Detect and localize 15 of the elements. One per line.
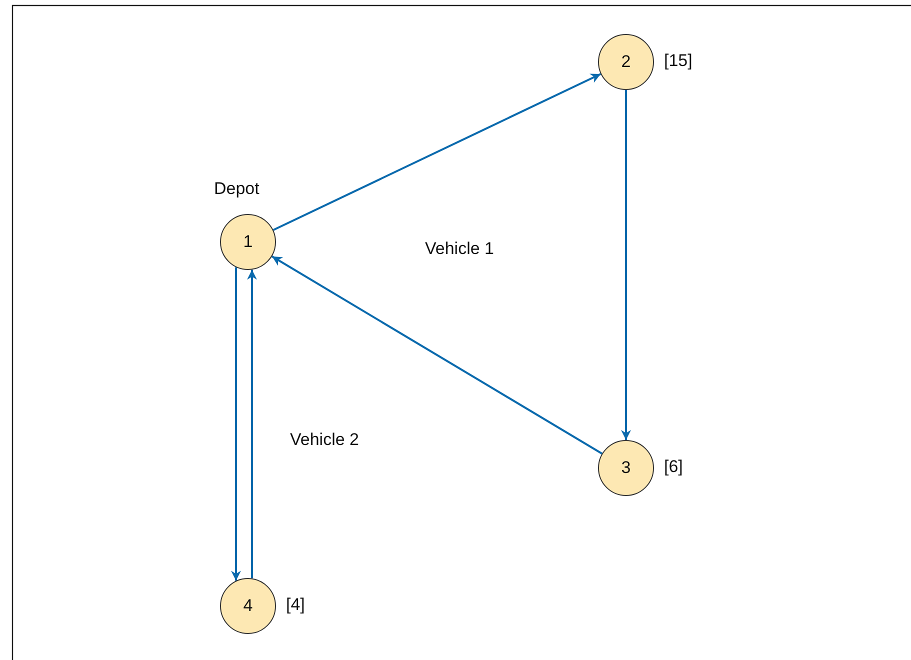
arrow	[247, 270, 257, 578]
node-number: 3	[621, 458, 631, 478]
node-number: 2	[621, 52, 631, 72]
route-label: Vehicle 1	[425, 240, 494, 259]
route-label: Vehicle 2	[290, 431, 359, 450]
arrow	[271, 256, 603, 454]
node-caption: [6]	[664, 458, 683, 477]
node-caption: Depot	[214, 180, 260, 199]
node-number: 1	[243, 232, 253, 252]
arrow	[621, 90, 631, 440]
arrow	[231, 267, 241, 581]
node-caption: [4]	[286, 596, 305, 615]
node-caption: [15]	[664, 52, 692, 71]
arrow	[272, 73, 602, 231]
node-number: 4	[243, 596, 253, 616]
